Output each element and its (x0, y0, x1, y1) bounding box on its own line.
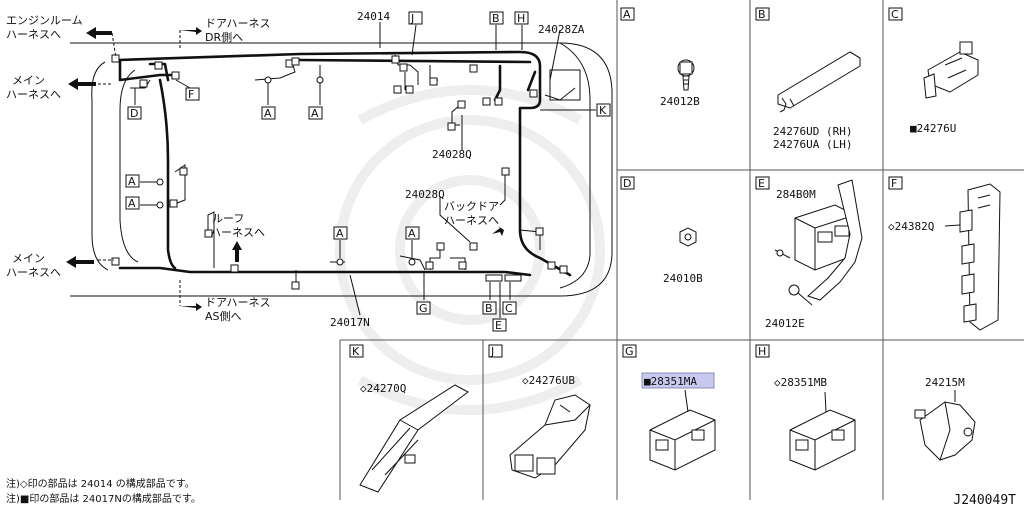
main-labels: エンジンルーム ハーネスへ ドアハーネス DR側へ メイン ハーネスへ メイン … (6, 10, 585, 329)
label-door-dr-1: ドアハーネス (205, 17, 271, 30)
label-engine-room-1: エンジンルーム (6, 14, 83, 27)
watermark (335, 85, 605, 415)
highlight-28351ma (641, 372, 715, 389)
tag-j: J (410, 12, 414, 25)
label-main-top-2: ハーネスへ (6, 88, 61, 101)
cell-j-part: ◇24276UB (522, 374, 575, 387)
tag-a-4: A (128, 197, 136, 210)
cell-d-letter: D (623, 177, 631, 190)
tag-b-bottom: B (485, 302, 493, 315)
cell-f: F ◇24382Q (888, 176, 1001, 331)
cell-a-part: 24012B (660, 95, 700, 108)
tag-k: K (599, 104, 607, 117)
diagram-code: J240049T (953, 493, 1016, 508)
tag-b-top: B (492, 12, 500, 25)
tag-a-5: A (336, 227, 344, 240)
label-24014: 24014 (357, 10, 390, 23)
tag-c: C (505, 302, 513, 315)
cell-b-part2: 24276UA (LH) (773, 138, 852, 151)
label-main-bot-2: ハーネスへ (6, 266, 61, 279)
label-door-dr-2: DR側へ (205, 31, 243, 44)
tag-g: G (419, 302, 428, 315)
cell-c: C ■24276U (888, 7, 979, 135)
label-24028q-mid: 24028Q (405, 188, 445, 201)
cell-k-part: ◇24270Q (360, 382, 406, 395)
clip-24012b-drawing (677, 59, 695, 91)
cell-a-letter: A (623, 8, 631, 21)
tag-a-6: A (408, 227, 416, 240)
direction-arrows (66, 27, 504, 311)
tag-h: H (517, 12, 525, 25)
label-back-door-2: ハーネスへ (444, 214, 499, 227)
cell-g-letter: G (625, 345, 634, 358)
tag-a-1: A (264, 107, 272, 120)
cell-h: H ◇28351MB (755, 344, 856, 471)
label-engine-room-2: ハーネスへ (6, 28, 61, 41)
note-line-1: 注)◇印の部品は 24014 の構成部品です。 (6, 479, 195, 490)
cell-c-letter: C (891, 8, 899, 21)
cell-e-part1: 284B0M (776, 188, 816, 201)
connector-28351mb-drawing (789, 391, 856, 471)
connector-28351ma-drawing (649, 389, 716, 471)
nut-24010b-drawing (679, 227, 697, 247)
cell-j: J ◇24276UB (488, 344, 591, 479)
cell-f-letter: F (891, 177, 897, 190)
label-back-door-1: バックドア (444, 200, 499, 213)
label-roof-2: ハーネスへ (210, 226, 265, 239)
cell-24215m: 24215M (914, 376, 976, 461)
clip-24215m-drawing (914, 390, 976, 461)
label-main-top-1: メイン (12, 74, 45, 87)
cell-g-part: ■28351MA (644, 375, 697, 388)
leader-lines (134, 22, 596, 318)
label-door-as-1: ドアハーネス (205, 296, 271, 309)
label-24028za: 24028ZA (538, 23, 585, 36)
cell-d: D 24010B (620, 176, 703, 285)
tag-e: E (495, 319, 502, 332)
note-line-2: 注)■印の部品は 24017Nの構成部品です。 (6, 494, 201, 505)
tag-a-2: A (311, 107, 319, 120)
cell-k-letter: K (352, 345, 360, 358)
cell-e-part2: 24012E (765, 317, 805, 330)
connectors (111, 54, 568, 290)
label-door-as-2: AS側へ (205, 310, 242, 323)
cell-h-letter: H (758, 345, 766, 358)
clip-24276u-drawing (923, 41, 979, 99)
tag-f: F (188, 88, 194, 101)
cell-b-letter: B (758, 8, 766, 21)
cell-h-part: ◇28351MB (774, 376, 827, 389)
cell-b: B 24276UD (RH) 24276UA (LH) (755, 7, 861, 151)
protector-24270q-drawing (359, 384, 469, 493)
cell-f-part: ◇24382Q (888, 220, 934, 233)
cell-j-letter: J (490, 345, 494, 358)
label-roof-1: ルーフ (212, 212, 244, 225)
main-tags: D F A A A A A A J B H K G B C E (125, 11, 611, 332)
label-main-bot-1: メイン (12, 252, 45, 265)
cell-e-letter: E (758, 177, 765, 190)
cell-a: A 24012B (620, 7, 700, 108)
protector-24276ub-drawing (509, 394, 591, 479)
parts-grid (339, 0, 1024, 500)
bracket-24382q-drawing (944, 183, 1001, 331)
cell-c-part: ■24276U (910, 122, 956, 135)
cell-b-part1: 24276UD (RH) (773, 125, 852, 138)
cell-d-part: 24010B (663, 272, 703, 285)
control-unit-284b0m-drawing (774, 179, 863, 306)
tag-d: D (130, 107, 138, 120)
protector-24276ud-drawing (777, 51, 861, 113)
label-24028q-top: 24028Q (432, 148, 472, 161)
cell-e: E 284B0M 24012E (755, 176, 863, 330)
cell-last-part: 24215M (925, 376, 965, 389)
label-24017n: 24017N (330, 316, 370, 329)
tag-a-3: A (128, 175, 136, 188)
cell-k: K ◇24270Q (349, 344, 469, 493)
cell-g: G ■28351MA (622, 344, 716, 471)
